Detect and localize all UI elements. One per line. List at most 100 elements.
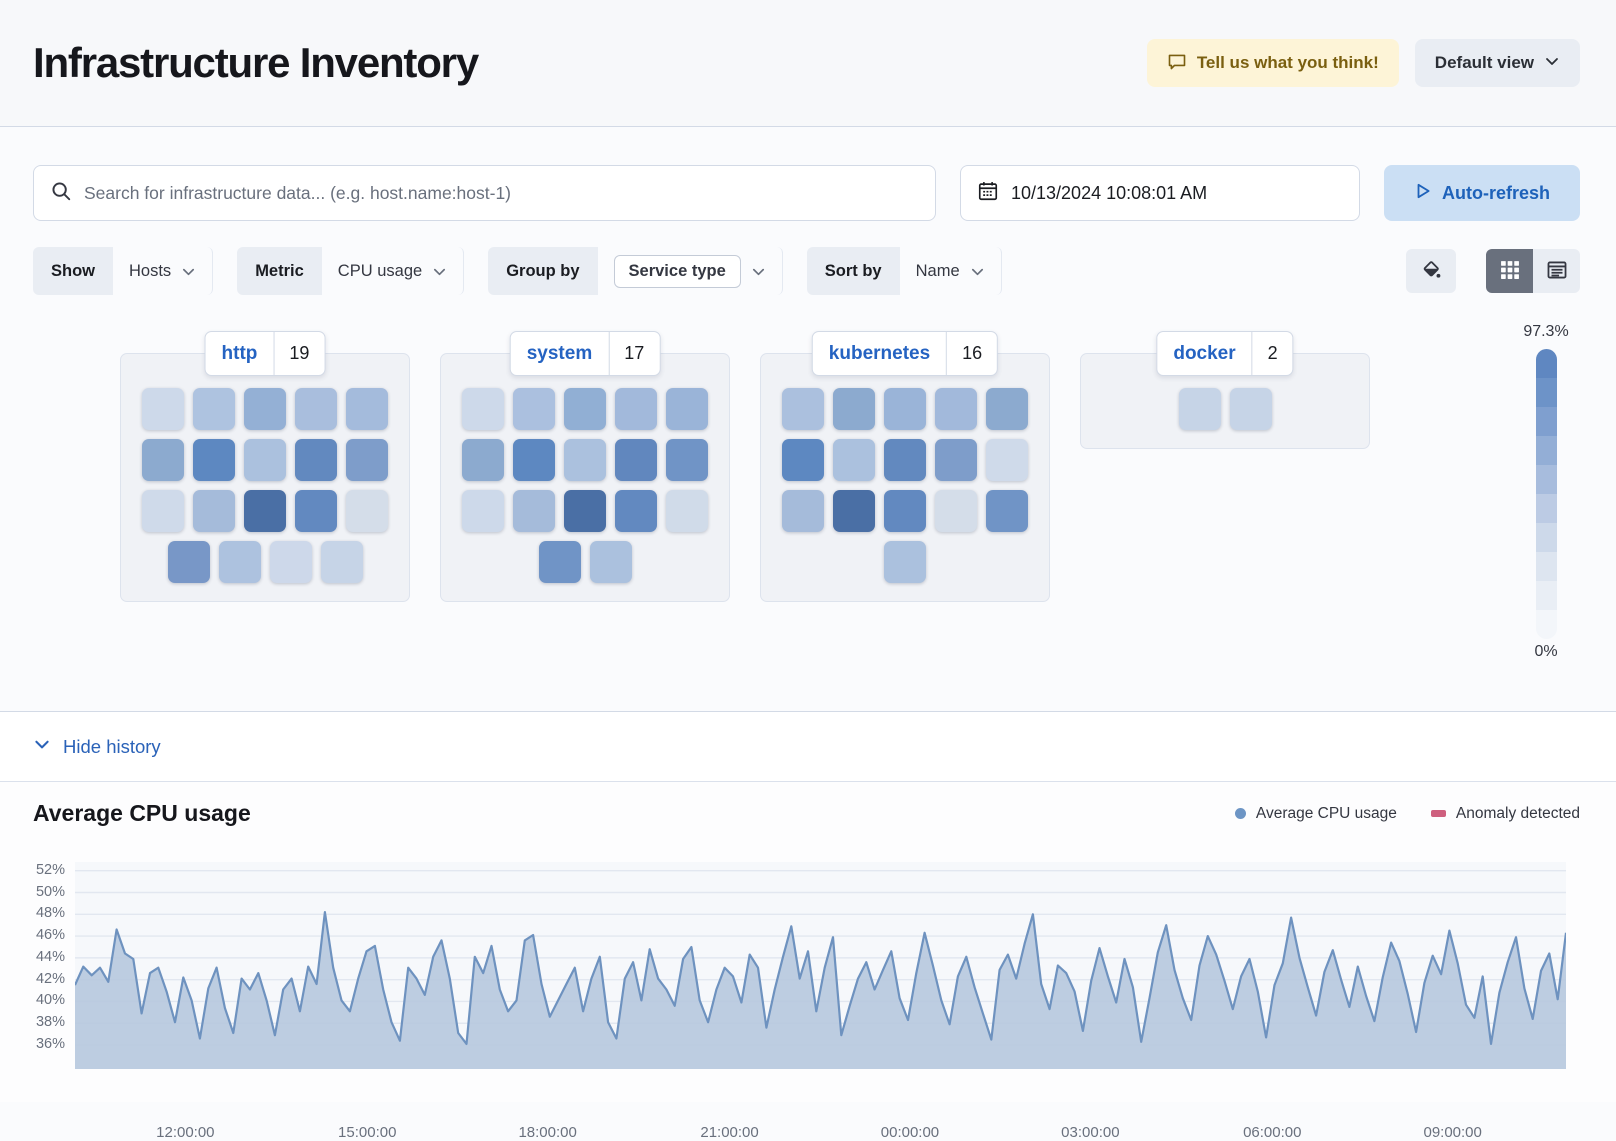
- x-axis-label: 21:00:00: [700, 1124, 759, 1141]
- group-badge-kubernetes: kubernetes 16: [811, 331, 999, 376]
- host-square[interactable]: [513, 490, 555, 532]
- legend-label: Average CPU usage: [1255, 804, 1397, 822]
- view-dropdown-label: Default view: [1434, 53, 1534, 72]
- host-square[interactable]: [218, 541, 261, 583]
- host-square[interactable]: [513, 388, 555, 430]
- x-axis-label: 09:00:00: [1423, 1124, 1482, 1141]
- host-square[interactable]: [666, 439, 708, 481]
- host-square[interactable]: [564, 439, 606, 481]
- host-square[interactable]: [538, 541, 581, 583]
- y-axis-label: 42%: [35, 970, 65, 987]
- host-square[interactable]: [935, 490, 977, 532]
- host-square[interactable]: [833, 490, 875, 532]
- date-picker[interactable]: 10/13/2024 10:08:01 AM: [960, 165, 1360, 221]
- color-palette-button[interactable]: [1406, 249, 1456, 293]
- show-select[interactable]: Hosts: [113, 247, 212, 295]
- host-square[interactable]: [295, 388, 337, 430]
- host-square[interactable]: [193, 439, 235, 481]
- host-square[interactable]: [589, 541, 632, 583]
- host-square[interactable]: [295, 490, 337, 532]
- scale-min-label: 0%: [1534, 643, 1558, 660]
- x-axis-label: 15:00:00: [338, 1124, 397, 1141]
- host-square[interactable]: [564, 490, 606, 532]
- host-square[interactable]: [1178, 388, 1221, 430]
- view-dropdown-button[interactable]: Default view: [1414, 39, 1580, 87]
- group-count: 17: [624, 343, 645, 363]
- host-square[interactable]: [833, 388, 875, 430]
- host-square[interactable]: [142, 439, 184, 481]
- group-by-value-chip[interactable]: Service type: [613, 254, 741, 288]
- host-square[interactable]: [833, 439, 875, 481]
- host-square[interactable]: [935, 439, 977, 481]
- group-name-link[interactable]: docker: [1173, 342, 1236, 364]
- sort-by-select[interactable]: Name: [900, 247, 1001, 295]
- group-name-link[interactable]: kubernetes: [828, 342, 931, 364]
- host-square[interactable]: [346, 388, 388, 430]
- host-square[interactable]: [884, 439, 926, 481]
- filter-group-metric: Metric CPU usage: [237, 247, 465, 295]
- host-square[interactable]: [462, 439, 504, 481]
- host-square[interactable]: [564, 388, 606, 430]
- host-square[interactable]: [782, 439, 824, 481]
- host-square[interactable]: [935, 388, 977, 430]
- search-icon: [50, 180, 72, 207]
- host-square[interactable]: [320, 541, 363, 583]
- host-square[interactable]: [295, 439, 337, 481]
- host-square[interactable]: [1229, 388, 1272, 430]
- host-square[interactable]: [884, 541, 926, 583]
- hide-history-label: Hide history: [63, 735, 161, 757]
- host-square[interactable]: [244, 388, 286, 430]
- host-square[interactable]: [193, 490, 235, 532]
- host-square[interactable]: [346, 490, 388, 532]
- host-square[interactable]: [986, 490, 1028, 532]
- group-count: 16: [962, 343, 983, 363]
- host-square[interactable]: [142, 388, 184, 430]
- host-square[interactable]: [462, 490, 504, 532]
- host-square[interactable]: [167, 541, 210, 583]
- host-square[interactable]: [244, 490, 286, 532]
- scale-step: [1535, 581, 1557, 610]
- host-square[interactable]: [346, 439, 388, 481]
- table-view-toggle[interactable]: [1533, 249, 1580, 293]
- host-square[interactable]: [782, 490, 824, 532]
- host-square[interactable]: [884, 490, 926, 532]
- scale-step: [1535, 610, 1557, 639]
- group-by-select[interactable]: Service type: [598, 247, 782, 295]
- waffle-grid: [1101, 388, 1349, 430]
- legend-item[interactable]: Average CPU usage: [1234, 804, 1397, 823]
- feedback-button[interactable]: Tell us what you think!: [1146, 39, 1399, 87]
- scale-max-label: 97.3%: [1523, 323, 1569, 340]
- host-square[interactable]: [986, 388, 1028, 430]
- host-square[interactable]: [782, 388, 824, 430]
- host-square[interactable]: [142, 490, 184, 532]
- host-square[interactable]: [615, 388, 657, 430]
- metric-value: CPU usage: [337, 261, 423, 280]
- group-name-link[interactable]: http: [221, 342, 258, 364]
- host-square[interactable]: [986, 439, 1028, 481]
- auto-refresh-button[interactable]: Auto-refresh: [1384, 165, 1580, 221]
- grid-view-toggle[interactable]: [1486, 249, 1533, 293]
- host-square[interactable]: [513, 439, 555, 481]
- host-square[interactable]: [244, 439, 286, 481]
- host-square[interactable]: [462, 388, 504, 430]
- host-square[interactable]: [269, 541, 312, 583]
- host-square[interactable]: [666, 490, 708, 532]
- metric-select[interactable]: CPU usage: [322, 247, 463, 295]
- host-square[interactable]: [884, 388, 926, 430]
- chevron-down-icon: [33, 735, 51, 758]
- date-value: 10/13/2024 10:08:01 AM: [1011, 182, 1208, 203]
- y-axis-label: 46%: [35, 927, 65, 944]
- host-square[interactable]: [615, 439, 657, 481]
- host-square[interactable]: [615, 490, 657, 532]
- legend-item[interactable]: Anomaly detected: [1430, 805, 1580, 823]
- badge-divider: [1251, 332, 1253, 375]
- host-square[interactable]: [666, 388, 708, 430]
- legend-dot-icon: [1234, 808, 1246, 819]
- host-square[interactable]: [193, 388, 235, 430]
- group-name-link[interactable]: system: [526, 342, 593, 364]
- search-input[interactable]: [84, 182, 919, 204]
- y-axis-label: 44%: [35, 948, 65, 965]
- hide-history-toggle[interactable]: Hide history: [33, 735, 161, 758]
